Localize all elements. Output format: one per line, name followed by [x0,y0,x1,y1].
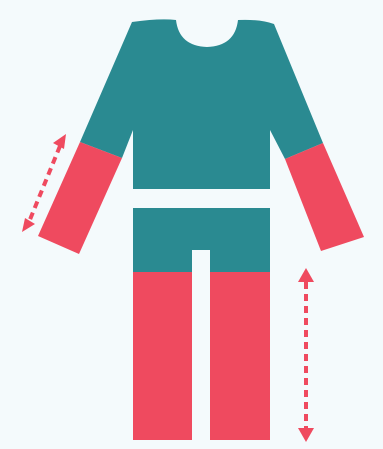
right-leg-extension [210,272,270,440]
left-leg-extension [133,272,192,440]
